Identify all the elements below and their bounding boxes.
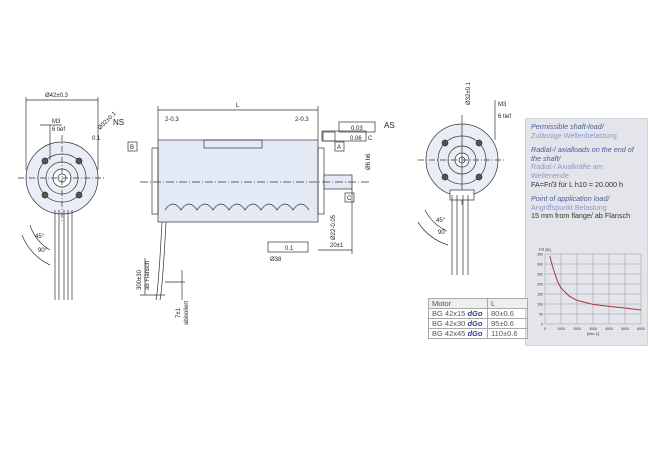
- y-tick-label: 100: [537, 303, 543, 307]
- info-p3-value: 15 mm from flange/ ab Flansch: [531, 211, 631, 221]
- dim-shaft-len: 20±1: [330, 243, 344, 249]
- load-curve: [549, 255, 642, 311]
- y-tick-label: 0: [541, 323, 543, 327]
- runout-1: 0.06: [350, 136, 362, 142]
- thread-depth-ns: 6 tief: [52, 127, 65, 133]
- datum-c: C: [347, 196, 352, 202]
- x-tick-label: 2000: [573, 327, 581, 331]
- datum-a: A: [337, 145, 341, 151]
- x-tick-label: 0: [544, 327, 546, 331]
- y-tick-label: 300: [537, 263, 543, 267]
- info-p1-en: Permissible shaft-load/: [531, 122, 604, 131]
- dim-shaft: Ø6 h6: [366, 153, 372, 170]
- dim-strip: 7±1: [176, 307, 182, 318]
- info-p2-en: Radial-/ axialloads on the end of the sh…: [531, 145, 634, 163]
- label-as: AS: [384, 121, 395, 130]
- dim-cable: 300±30: [137, 269, 143, 290]
- runout-2: 0.03: [351, 126, 363, 132]
- info-p3-en: Point of application load/: [531, 194, 610, 204]
- dim-length: L: [236, 103, 240, 109]
- y-tick-label: 200: [537, 283, 543, 287]
- x-tick-label: 5000: [621, 327, 629, 331]
- y-tick-label: 250: [537, 273, 543, 277]
- y-tick-label: 50: [539, 313, 543, 317]
- side-view: [127, 106, 376, 301]
- ref-c: C: [368, 136, 373, 142]
- strip-ref: abisoliert: [184, 301, 190, 325]
- as-end-view: [417, 100, 506, 275]
- x-axis-label: [min-1]: [587, 331, 599, 336]
- thread-ns: M3: [52, 119, 61, 125]
- pos-tol: 0.1: [92, 136, 101, 142]
- angle-45-as: 45°: [436, 218, 446, 224]
- angle-90-ns: 90°: [38, 248, 48, 254]
- info-p1-de: Zulässige Wellenbelastung: [531, 130, 617, 140]
- dim-offset-ns: 2-0.3: [165, 117, 179, 123]
- x-tick-label: 1000: [557, 327, 565, 331]
- info-p2-de: Radial-/ Axialkräfte am Wellenende: [531, 162, 603, 180]
- header-l: L: [487, 298, 528, 309]
- y-tick-label: 150: [537, 293, 543, 297]
- datum-b: B: [130, 145, 134, 151]
- info-formula: FA=Fr/3 für L h10 = 20.000 h: [531, 179, 624, 189]
- info-p3-de: Angriffspunkt Belastung: [531, 202, 607, 212]
- shaft-load-chart: 0 1000 2000 3000 4000 5000 6000 0 50 100 150 200 250…: [537, 247, 645, 336]
- cable-ref: ab Flansch: [145, 261, 151, 290]
- y-tick-label: 350: [537, 253, 543, 257]
- thread-depth-as: 6 tief: [498, 114, 511, 120]
- dim-offset-as: 2-0.3: [295, 117, 309, 123]
- dim-pcd-as: Ø32±0.1: [466, 81, 472, 105]
- angle-90-as: 90°: [438, 230, 448, 236]
- dim-flange: Ø22-0.05: [331, 214, 337, 240]
- runout-3: 0.1: [285, 246, 294, 252]
- x-tick-label: 6000: [637, 327, 645, 331]
- y-axis-label: FR [N]: [539, 247, 551, 252]
- angle-45-ns: 45°: [35, 234, 45, 240]
- x-tick-label: 4000: [605, 327, 613, 331]
- thread-as: M3: [498, 102, 507, 108]
- dim-outer-ns: Ø42±0.3: [45, 93, 69, 99]
- x-tick-label: 3000: [589, 327, 597, 331]
- label-ns: NS: [113, 118, 124, 127]
- shaft-load-info-panel: Permissible shaft-load/ Zulässige Wellen…: [525, 118, 648, 346]
- ns-end-view: [18, 97, 106, 300]
- header-motor: Motor: [428, 298, 488, 309]
- dim-pitch: Ø38: [270, 257, 282, 263]
